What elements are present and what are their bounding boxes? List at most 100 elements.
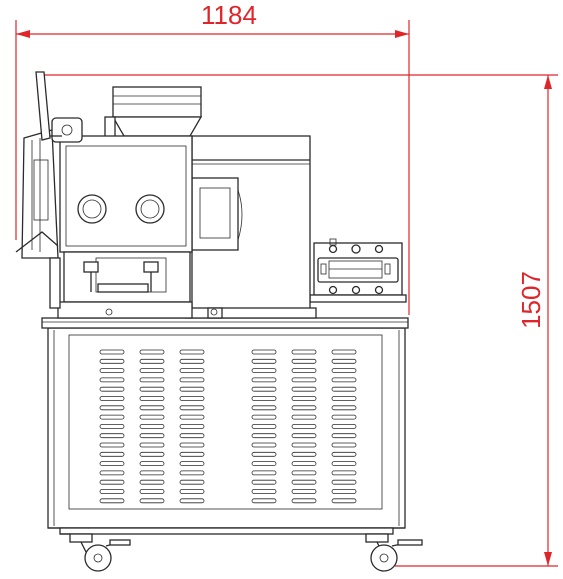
vent-slot	[139, 461, 165, 467]
vent-slot	[139, 396, 165, 401]
vent-slot	[99, 377, 125, 383]
vent-slot	[291, 442, 317, 448]
vent-slot	[179, 451, 205, 457]
vent-slot	[291, 423, 317, 429]
lever-hinge	[51, 117, 83, 143]
width-dimension-label: 1184	[201, 0, 257, 30]
hopper	[104, 86, 203, 140]
vent-slot	[291, 386, 317, 392]
caster-left	[60, 533, 131, 572]
housing-foot	[185, 307, 317, 319]
vent-slot	[251, 405, 277, 411]
control-box	[309, 238, 407, 303]
height-arrow-bottom	[544, 552, 552, 566]
vent-slot	[251, 461, 277, 467]
vent-slot	[331, 349, 357, 355]
vent-slot	[331, 396, 357, 401]
vent-slot	[179, 461, 205, 467]
vent-slot	[139, 386, 165, 392]
valve-right	[143, 261, 159, 273]
vent-slot	[291, 414, 317, 420]
button-icon	[374, 285, 384, 295]
vent-slot	[99, 489, 125, 494]
vent-slot	[291, 470, 317, 476]
vent-slot	[139, 423, 165, 429]
vent-slot	[99, 349, 125, 355]
display-panel	[317, 257, 399, 283]
button-icon	[351, 285, 361, 295]
vent-slot	[251, 349, 277, 355]
vent-slot	[331, 489, 357, 494]
vent-slot	[179, 479, 205, 485]
vent-slot	[139, 479, 165, 485]
width-arrow-right	[395, 30, 409, 38]
vent-slot	[251, 396, 277, 401]
vent-slot	[179, 442, 205, 448]
vent-slot	[139, 470, 165, 476]
vent-slot	[139, 451, 165, 457]
vent-slot	[291, 405, 317, 411]
caster-brake-left	[109, 539, 131, 546]
vent-slot	[331, 451, 357, 457]
hopper-top	[112, 86, 202, 118]
vent-slot	[179, 386, 205, 392]
vent-slot	[291, 461, 317, 467]
button-icon	[351, 244, 361, 254]
cabinet-panel	[68, 334, 383, 510]
vent-slot	[99, 479, 125, 485]
vent-slot	[139, 433, 165, 439]
lever-handle	[35, 71, 51, 141]
vent-slot	[179, 489, 205, 494]
glove-port-left	[77, 194, 107, 224]
vent-slot	[291, 451, 317, 457]
height-dimension-label: 1507	[516, 271, 546, 329]
vent-slot	[99, 358, 125, 364]
button-icon	[374, 244, 384, 254]
vent-slot	[251, 423, 277, 429]
chamber-base	[57, 301, 193, 319]
vent-slot	[291, 396, 317, 401]
cabinet-bottom-rail	[59, 527, 394, 535]
vent-slot	[139, 377, 165, 383]
vent-slot	[179, 423, 205, 429]
vent-slot	[331, 423, 357, 429]
vent-slot	[331, 405, 357, 411]
vent-slot	[331, 377, 357, 383]
vent-slot	[291, 433, 317, 439]
vent-slot	[291, 498, 317, 504]
vent-slot	[179, 470, 205, 476]
vent-slot	[99, 423, 125, 429]
vent-slot	[331, 498, 357, 504]
vent-slot	[139, 368, 165, 374]
vent-slot	[331, 414, 357, 420]
chamber-body	[59, 135, 193, 253]
vent-slot	[331, 461, 357, 467]
vent-slot	[139, 405, 165, 411]
vent-slot	[99, 442, 125, 448]
valve-left	[83, 261, 99, 273]
vent-slot	[99, 470, 125, 476]
vent-slot	[99, 498, 125, 504]
vent-slot	[331, 386, 357, 392]
control-box-base	[309, 294, 407, 303]
vent-slot	[291, 377, 317, 383]
vent-slot	[99, 368, 125, 374]
display-screen	[328, 260, 383, 279]
caster-right	[365, 533, 423, 572]
vent-slot	[139, 498, 165, 504]
vent-slot	[139, 349, 165, 355]
tabletop	[41, 317, 409, 329]
vent-slot	[99, 461, 125, 467]
width-arrow-left	[16, 30, 30, 38]
vent-slot	[179, 377, 205, 383]
vent-slot	[251, 470, 277, 476]
vent-slot	[291, 368, 317, 374]
vent-slot	[99, 396, 125, 401]
vent-slot	[179, 498, 205, 504]
ventilation-slots	[99, 349, 357, 504]
vent-slot	[99, 433, 125, 439]
vent-slot	[99, 414, 125, 420]
vent-slot	[251, 414, 277, 420]
vent-slot	[179, 405, 205, 411]
vent-slot	[99, 405, 125, 411]
